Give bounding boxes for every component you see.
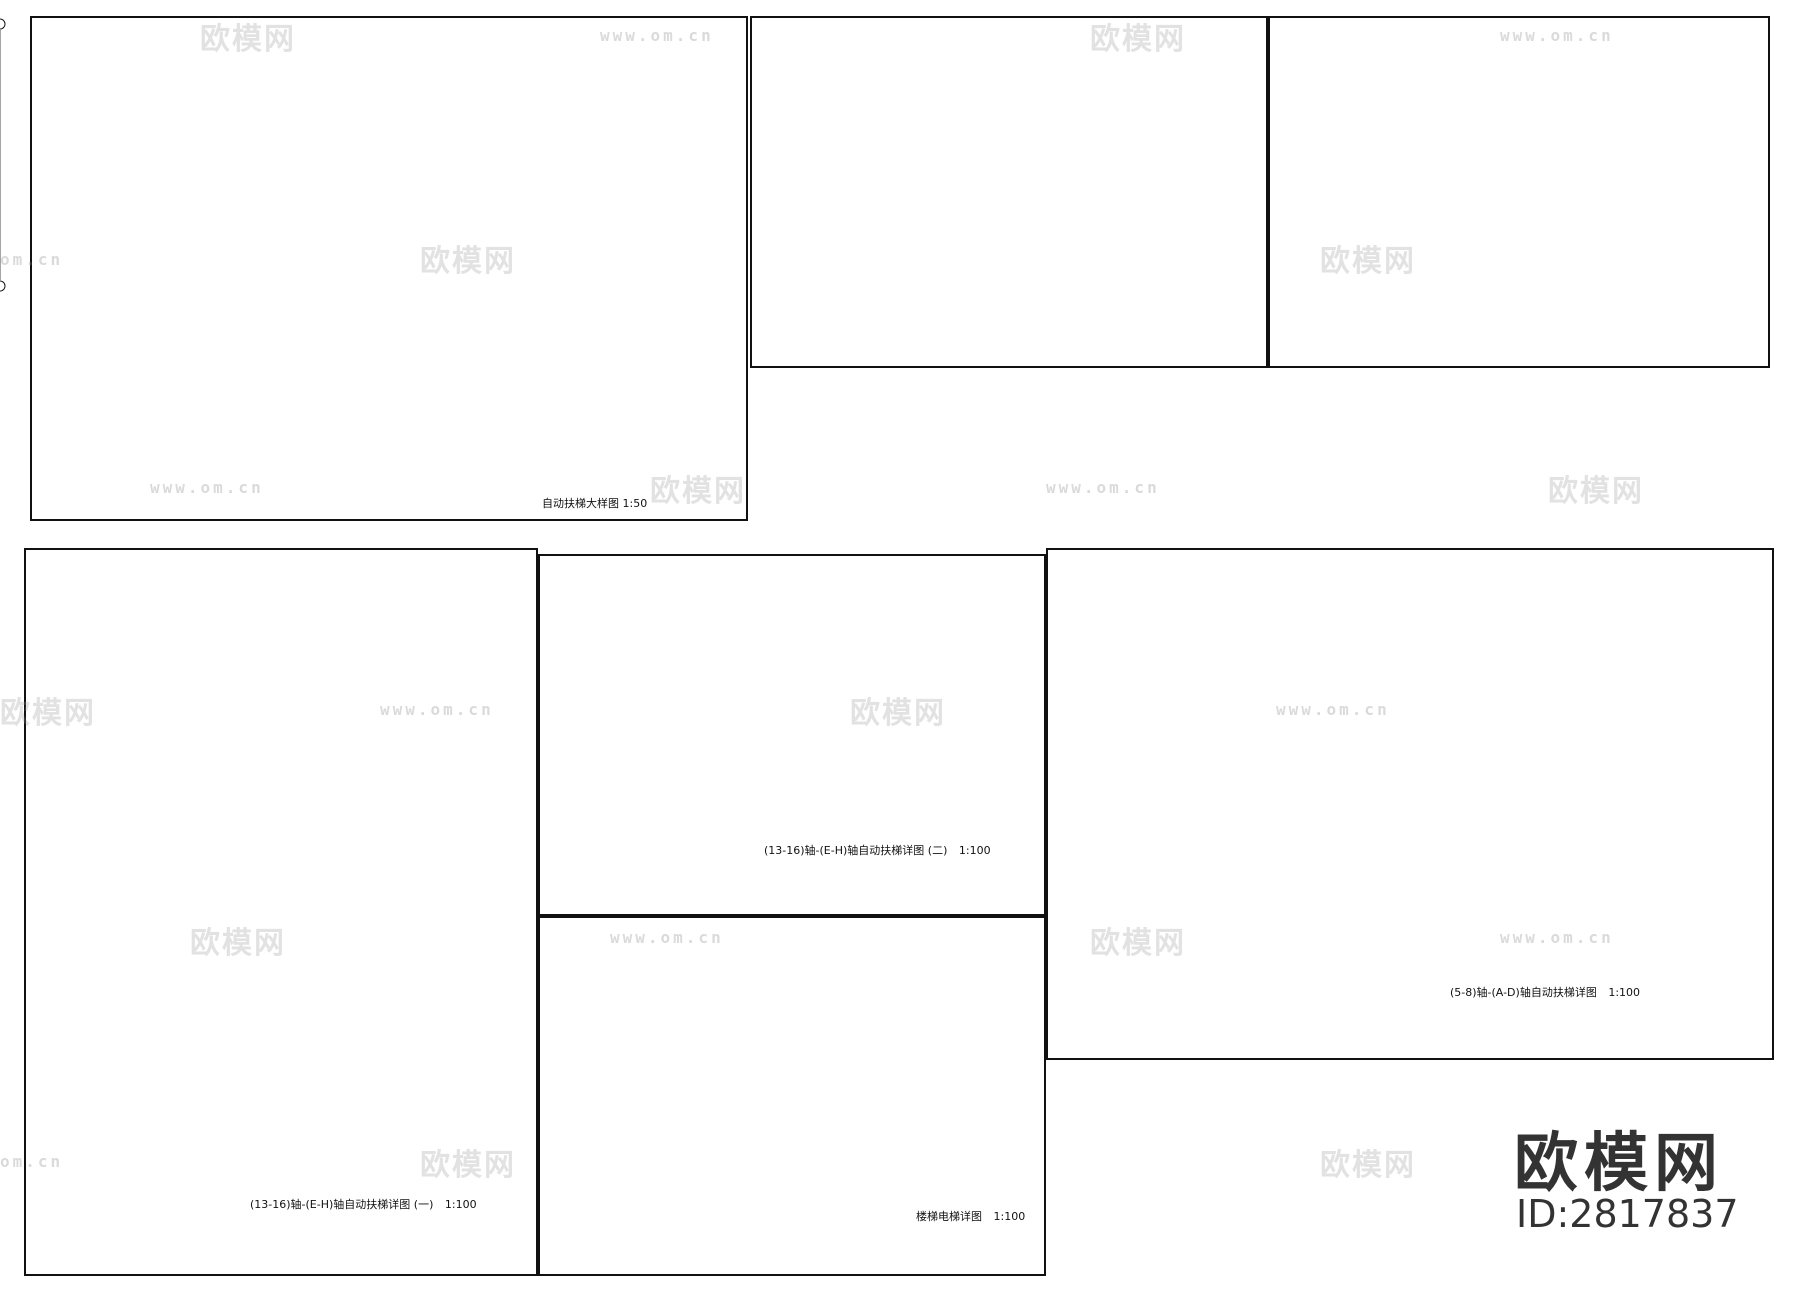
watermark-url: www.om.cn (600, 26, 714, 45)
watermark-url: www.om.cn (1500, 928, 1614, 947)
watermark-brand: 欧模网 (1320, 244, 1416, 279)
sheet-escalator-section-3 (1268, 16, 1770, 368)
watermark-url: www.om.cn (380, 700, 494, 719)
sheet1-title: 自动扶梯大样图 1:50 (542, 497, 648, 510)
grid-bubble (0, 280, 6, 292)
grid-bubble (0, 18, 6, 30)
sheet7-scale: 1:100 (1608, 986, 1641, 999)
sheet7-title-text: (5-8)轴-(A-D)轴自动扶梯详图 (1450, 986, 1597, 999)
sheet-escalator-sections-5 (538, 554, 1046, 916)
watermark-url: www.om.cn (1046, 478, 1160, 497)
sheet6-title: 楼梯电梯详图 1:100 (916, 1208, 1025, 1224)
watermark-url: www.om.cn (1276, 700, 1390, 719)
sheet-escalator-plans-4 (24, 548, 538, 1276)
watermark-url: www.om.cn (150, 478, 264, 497)
watermark-brand: 欧模网 (0, 696, 96, 731)
model-id-label: ID:2817837 (1516, 1192, 1739, 1236)
watermark-url: www.om.cn (610, 928, 724, 947)
sheet4-title: (13-16)轴-(E-H)轴自动扶梯详图 (一) 1:100 (250, 1196, 477, 1212)
sheet5-title: (13-16)轴-(E-H)轴自动扶梯详图 (二) 1:100 (764, 842, 991, 858)
sheet5-title-text: (13-16)轴-(E-H)轴自动扶梯详图 (二) (764, 844, 948, 857)
watermark-brand: 欧模网 (420, 244, 516, 279)
watermark-url-short: om.cn (0, 250, 64, 269)
sheet-escalator-detail-1 (30, 16, 748, 521)
sheet6-scale: 1:100 (993, 1210, 1026, 1223)
grid-bubble (0, 18, 6, 30)
watermark-brand: 欧模网 (850, 696, 946, 731)
sheet-escalator-detail-7 (1046, 548, 1774, 1060)
sheet-escalator-section-2 (750, 16, 1268, 368)
grid-bubble (0, 280, 6, 292)
brand-logo: 欧模网 (1514, 1127, 1724, 1201)
sheet6-title-text: 楼梯电梯详图 (916, 1210, 982, 1223)
watermark-brand: 欧模网 (1548, 474, 1644, 509)
watermark-brand: 欧模网 (190, 926, 286, 961)
watermark-url-short: om.cn (0, 1152, 64, 1171)
sheet-stair-elevator-6 (538, 916, 1046, 1276)
watermark-brand: 欧模网 (1320, 1148, 1416, 1183)
sheet4-scale: 1:100 (444, 1198, 477, 1211)
watermark-brand: 欧模网 (1090, 926, 1186, 961)
sheet4-title-text: (13-16)轴-(E-H)轴自动扶梯详图 (一) (250, 1198, 434, 1211)
sheet7-title: (5-8)轴-(A-D)轴自动扶梯详图 1:100 (1450, 984, 1640, 1000)
watermark-brand: 欧模网 (200, 22, 296, 57)
sheet5-scale: 1:100 (958, 844, 991, 857)
watermark-brand: 欧模网 (1090, 22, 1186, 57)
watermark-brand: 欧模网 (650, 474, 746, 509)
watermark-brand: 欧模网 (420, 1148, 516, 1183)
watermark-url: www.om.cn (1500, 26, 1614, 45)
